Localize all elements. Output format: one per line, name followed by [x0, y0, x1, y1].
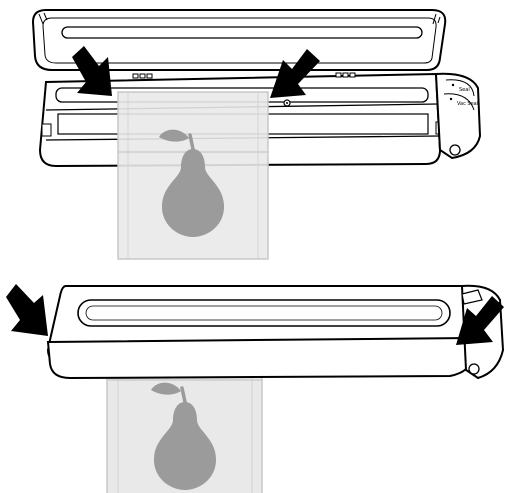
seal-button-label: Seal [459, 87, 470, 93]
lid-gasket-slot [62, 27, 422, 38]
vent-marks-right [336, 73, 355, 77]
side-button-icon-closed [469, 364, 479, 374]
top-gasket-slot [78, 300, 450, 326]
vac-seal-button-label: Vac Seal [457, 101, 478, 107]
press-arrow-left-icon [6, 284, 48, 336]
vent-marks-left [133, 74, 152, 78]
open-sealer-illustration: Seal Vac Seal [33, 10, 480, 259]
sealer-front-lip [48, 338, 472, 378]
side-button-icon [450, 145, 460, 155]
closed-sealer-illustration [6, 284, 504, 493]
latch-left [42, 124, 51, 136]
